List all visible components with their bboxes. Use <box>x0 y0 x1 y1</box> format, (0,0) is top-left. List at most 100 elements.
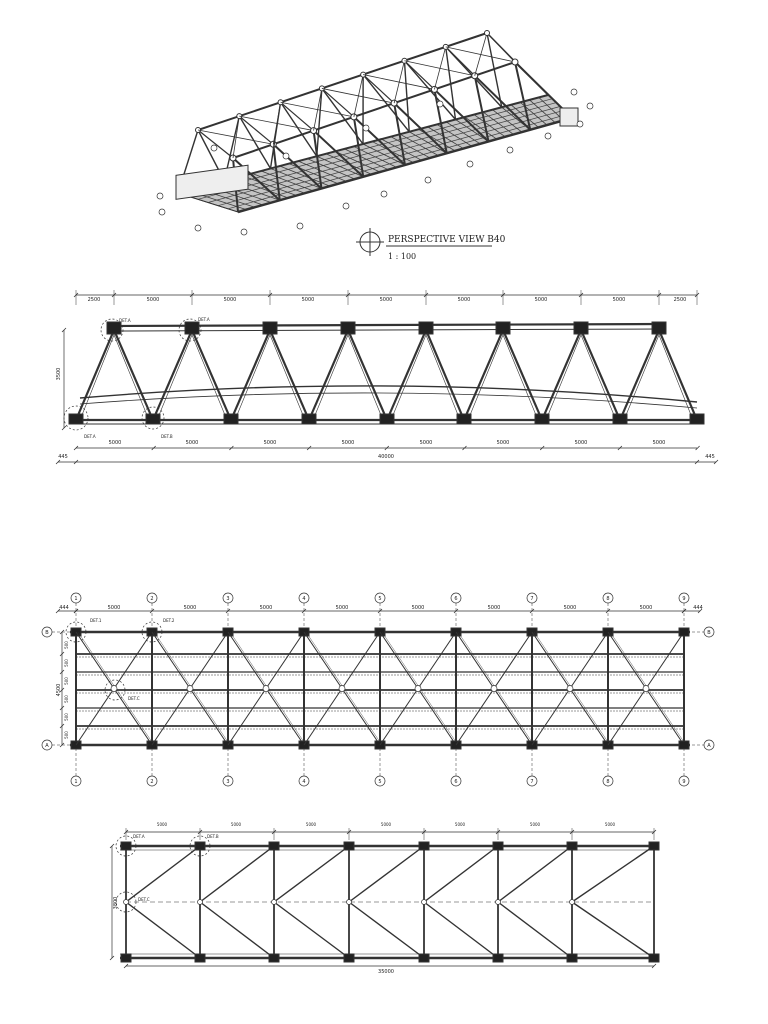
part-callout-bubble <box>240 228 248 236</box>
node-plate <box>418 953 430 963</box>
elev-end-left-dim: 445 <box>58 454 68 460</box>
elev-detail-label: DET.B <box>161 434 173 439</box>
bplan-width-dim: 3800 <box>113 897 119 910</box>
dimension-tick <box>651 963 657 969</box>
near-truss-diagonal <box>272 144 281 201</box>
part-callout-bubble <box>570 88 578 96</box>
grid-number-top: 8 <box>606 596 609 602</box>
dimension-tick <box>225 608 231 614</box>
k-bracing <box>497 845 573 903</box>
node-plate <box>343 953 355 963</box>
deck-stringer <box>197 102 557 200</box>
near-truss-diagonal <box>232 157 281 201</box>
top-bracing <box>363 74 435 90</box>
dimension-tick <box>539 445 545 451</box>
dimension-tick <box>123 963 129 969</box>
plan-side-dim: 500 <box>64 695 69 703</box>
part-callout-bubble <box>282 152 290 160</box>
elev-bottom-dim: 5000 <box>497 440 510 446</box>
top-bracing <box>321 88 395 104</box>
node-plate <box>492 841 504 851</box>
truss-diagonal <box>501 329 544 421</box>
grid-number-bottom: 8 <box>606 779 609 785</box>
deck-edge-curve <box>79 392 698 409</box>
truss-diagonal <box>540 329 583 421</box>
plan-end-left-dim: 444 <box>59 605 69 611</box>
grid-number-top: 1 <box>74 596 77 602</box>
bottom-gusset-plate <box>689 413 705 425</box>
elev-top-dim: 5000 <box>535 297 548 303</box>
node-plate <box>566 953 578 963</box>
elev-bottom-dim: 5000 <box>575 440 588 446</box>
detail-circle <box>141 406 165 430</box>
far-truss-diagonal <box>486 32 503 108</box>
bplan-top-dim: 5000 <box>231 822 242 827</box>
top-gusset-plate <box>184 321 200 335</box>
node-connection <box>484 30 490 36</box>
truss-diagonal-edge <box>189 329 228 421</box>
elev-top-dim: 5000 <box>380 297 393 303</box>
truss-diagonal <box>385 329 428 421</box>
grid-number-bottom: 5 <box>378 779 381 785</box>
far-truss-diagonal <box>279 101 318 157</box>
bracing-center-plate <box>186 685 194 692</box>
elev-bottom-dim: 5000 <box>342 440 355 446</box>
dimension-tick <box>695 445 700 451</box>
elev-bottom-dim: 5000 <box>420 440 433 446</box>
node-plate <box>648 841 660 851</box>
truss-diagonal-edge <box>267 329 306 421</box>
truss-diagonal <box>657 329 699 421</box>
plan-side-dim: 500 <box>64 713 69 721</box>
view-scale: 1 : 100 <box>388 252 416 261</box>
truss-diagonal <box>190 329 233 421</box>
truss-diagonal-edge <box>156 329 195 421</box>
dimension-tick <box>462 445 467 451</box>
part-callout-bubble <box>576 120 584 128</box>
dimension-tick <box>109 843 115 849</box>
far-truss-diagonal <box>269 102 282 169</box>
row-label-left: B <box>45 630 49 636</box>
bracing-node <box>495 899 501 905</box>
top-bracing <box>239 115 314 131</box>
truss-diagonal <box>462 329 505 421</box>
detail-circle <box>115 835 137 857</box>
k-bracing <box>273 901 350 959</box>
far-truss-diagonal <box>445 46 457 120</box>
node-plate <box>566 841 578 851</box>
bracing-center-plate <box>490 685 498 692</box>
part-callout-bubble <box>210 144 218 152</box>
bearing-block <box>559 107 579 127</box>
far-truss-diagonal <box>238 115 272 169</box>
elev-top-dim: 2500 <box>88 297 101 303</box>
truss-diagonal-edge <box>578 329 617 421</box>
bracing-node <box>346 899 352 905</box>
bracing-center-plate <box>414 685 422 692</box>
dimension-tick <box>61 425 67 431</box>
node-plate <box>648 953 660 963</box>
grid-number-top: 7 <box>530 596 533 602</box>
bplan-detail-label: DET.A <box>133 834 145 839</box>
dimension-tick <box>301 608 307 614</box>
plan-width-dim: 4500 <box>56 684 62 697</box>
top-gusset-plate <box>573 321 589 335</box>
truss-diagonal-edge <box>623 329 662 421</box>
dimension-tick <box>59 629 65 635</box>
top-chord <box>111 322 661 328</box>
dimension-tick <box>384 445 390 451</box>
far-truss-diagonal <box>321 88 364 145</box>
near-truss-diagonal <box>514 61 532 130</box>
dimension-tick <box>73 459 79 465</box>
grid-number-top: 3 <box>226 596 229 602</box>
bottom-gusset-plate <box>379 413 395 425</box>
part-callout-bubble <box>544 132 552 140</box>
top-cross-member <box>197 129 234 159</box>
bracing-center-plate <box>566 685 574 692</box>
bottom-gusset-plate <box>145 413 161 425</box>
dimension-tick <box>59 742 65 748</box>
plan-top-dim: 5000 <box>260 605 273 611</box>
near-truss-diagonal <box>312 129 364 178</box>
detail-circle <box>178 318 202 342</box>
bracing-node <box>569 899 575 905</box>
truss-diagonal <box>268 329 311 421</box>
part-callout-bubble <box>156 192 164 200</box>
